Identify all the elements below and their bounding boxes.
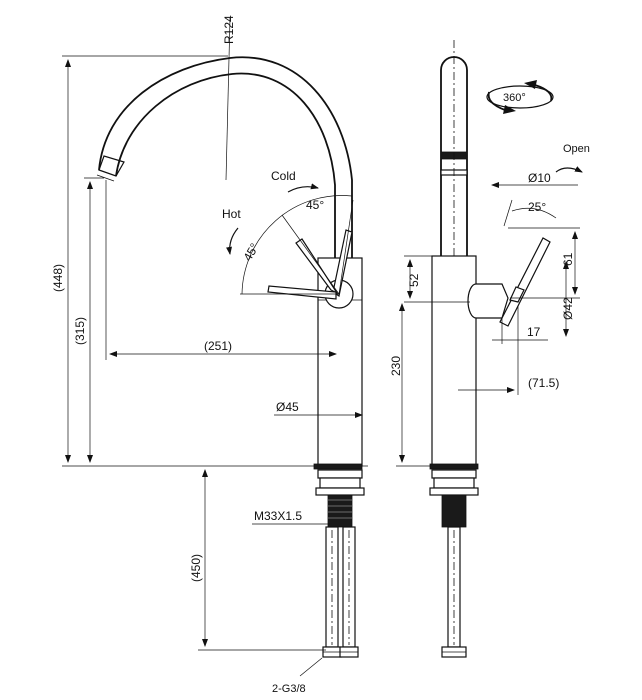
side-lever xyxy=(499,237,551,327)
open-label: Open xyxy=(563,143,590,155)
hose-length-label: (450) xyxy=(189,554,203,582)
hot-arrow xyxy=(226,227,239,255)
connection-label: 2-G3/8 xyxy=(272,683,306,695)
body-diameter-label: Ø45 xyxy=(276,400,299,414)
side-reach-label: (71.5) xyxy=(528,376,559,390)
side-mount-washer-top xyxy=(431,469,477,479)
radius-leader xyxy=(225,17,231,181)
open-angle-arc xyxy=(511,207,557,219)
side-mount-washer xyxy=(429,487,479,496)
thread-label: M33X1.5 xyxy=(254,509,302,523)
hot-angle-label: 45° xyxy=(240,241,261,264)
rotation-icon xyxy=(486,85,554,109)
lever-offset-label: 61 xyxy=(561,252,575,266)
side-boss xyxy=(467,283,509,319)
spout-tip xyxy=(98,155,125,177)
lever-centre xyxy=(332,229,353,297)
spout-inner xyxy=(115,72,336,258)
boss-height-label: 52 xyxy=(407,273,421,287)
mount-nut xyxy=(319,477,361,489)
side-body xyxy=(431,255,477,467)
boss-diameter-label: Ø42 xyxy=(561,297,575,320)
side-view: 360° Open Ø10 25° 61 Ø42 52 17 230 xyxy=(389,40,590,658)
side-lever-grip xyxy=(509,286,525,303)
boss-depth-label: 17 xyxy=(527,325,541,339)
side-mount-nut xyxy=(433,477,475,489)
mount-washer xyxy=(315,487,365,496)
lever-hot xyxy=(267,285,337,300)
body-height-label: 230 xyxy=(389,356,403,376)
cold-angle-label: 45° xyxy=(306,198,324,212)
cold-label: Cold xyxy=(271,169,296,183)
spout-outer xyxy=(98,56,353,258)
total-height-label: (448) xyxy=(51,264,65,292)
spout-tip-ring xyxy=(96,174,115,182)
connection-leader xyxy=(299,657,323,677)
rotation-label: 360° xyxy=(503,92,526,104)
hot-label: Hot xyxy=(222,207,241,221)
open-angle-label: 25° xyxy=(528,200,546,214)
front-view: R124 Cold 45° Hot 45° xyxy=(51,15,368,695)
side-base-plate xyxy=(429,463,479,470)
lever-swing-arc xyxy=(241,195,353,295)
spout-reach-label: (251) xyxy=(204,339,232,353)
side-threaded-shank xyxy=(441,494,467,528)
mount-washer-top xyxy=(317,469,363,479)
cold-arrow xyxy=(287,183,319,193)
open-arrow xyxy=(555,166,583,173)
front-base-plate xyxy=(313,463,363,470)
handle-diameter-label: Ø10 xyxy=(528,171,551,185)
radius-label: R124 xyxy=(222,15,236,44)
spout-height-label: (315) xyxy=(73,317,87,345)
